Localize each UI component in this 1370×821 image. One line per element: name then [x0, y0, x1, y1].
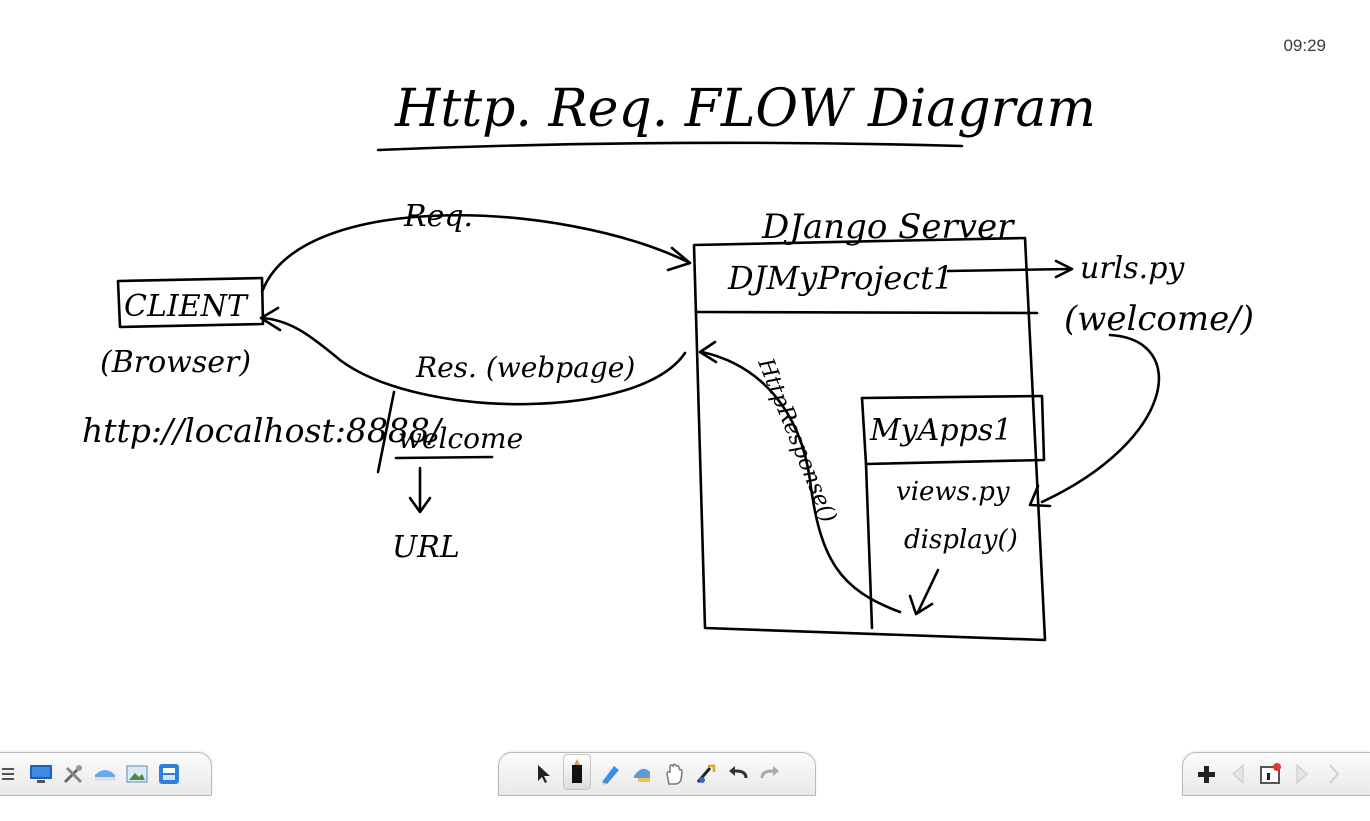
next-page-icon[interactable] — [1289, 759, 1315, 789]
http-response-arrow — [700, 350, 902, 614]
whiteboard-canvas[interactable]: Http. Req. FLOW Diagram CLIENT (Browser)… — [0, 0, 1370, 745]
urls-route: (welcome/) — [1064, 299, 1254, 339]
response-arrow — [260, 316, 687, 406]
project-to-urls-arrow — [946, 267, 1072, 273]
display-arrow — [916, 568, 940, 614]
add-page-icon[interactable] — [1193, 759, 1219, 789]
tools-icon[interactable] — [60, 759, 86, 789]
server-label: DJango Server — [761, 207, 1015, 247]
page-sorter-icon[interactable] — [156, 759, 182, 789]
undo-icon[interactable] — [725, 759, 751, 789]
pen-icon[interactable] — [563, 754, 591, 790]
center-toolbar — [498, 752, 816, 796]
desktop-icon[interactable] — [28, 759, 54, 789]
client-label: CLIENT — [124, 289, 249, 324]
url-path: welcome — [398, 422, 523, 455]
http-response-label: HttpResponse() — [752, 354, 841, 526]
previous-page-icon[interactable] — [1225, 759, 1251, 789]
url-prefix: http://localhost:8888/ — [82, 411, 444, 450]
views-label: views.py — [896, 477, 1010, 507]
hand-icon[interactable] — [661, 759, 687, 789]
left-toolbar — [0, 752, 212, 796]
more-icon[interactable] — [1321, 759, 1347, 789]
url-caption: URL — [392, 530, 460, 565]
urls-file: urls.py — [1080, 251, 1185, 286]
request-label: Req. — [403, 199, 473, 234]
server-box — [692, 236, 1047, 642]
highlighter-icon[interactable] — [597, 759, 623, 789]
menu-icon[interactable] — [0, 759, 22, 789]
display-label: display() — [904, 525, 1018, 555]
client-note: (Browser) — [100, 345, 251, 380]
project-label: DJMyProject1 — [727, 259, 953, 297]
redo-icon[interactable] — [757, 759, 783, 789]
select-icon[interactable] — [531, 759, 557, 789]
response-label: Res. (webpage) — [415, 351, 635, 384]
request-arrow — [260, 213, 690, 294]
image-icon[interactable] — [124, 759, 150, 789]
diagram-title: Http. Req. FLOW Diagram — [394, 79, 1096, 139]
right-toolbar — [1182, 752, 1370, 796]
urls-to-views-arrow — [1040, 333, 1161, 504]
magic-pen-icon[interactable] — [693, 759, 719, 789]
title-underline — [376, 141, 964, 152]
client-box — [116, 276, 265, 329]
app-box — [860, 394, 1046, 630]
page-indicator-icon[interactable] — [1257, 759, 1283, 789]
clock-time: 09:29 — [1283, 36, 1326, 55]
eraser-icon[interactable] — [629, 759, 655, 789]
screen-shade-icon[interactable] — [92, 759, 118, 789]
app-label: MyApps1 — [869, 413, 1012, 448]
